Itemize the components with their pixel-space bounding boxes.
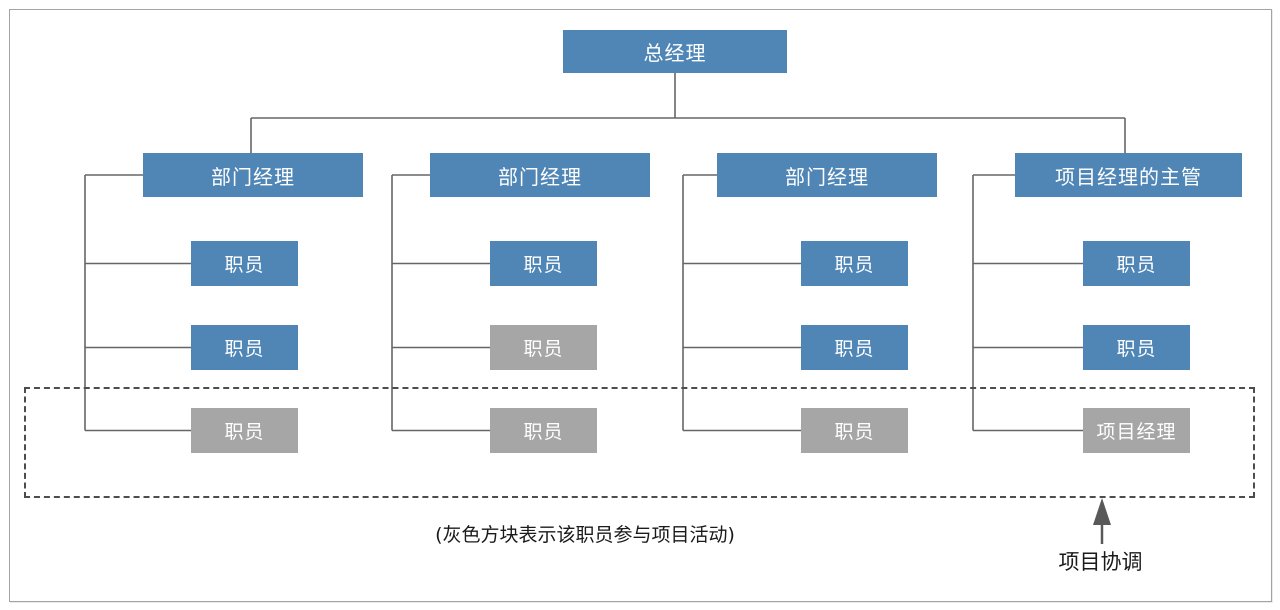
staff-box-1-3: 职员	[191, 408, 298, 453]
staff-box-3-3: 职员	[801, 408, 908, 453]
manager-box-3: 部门经理	[717, 153, 937, 197]
general-manager-box: 总经理	[563, 30, 787, 73]
up-arrow-icon	[1093, 498, 1111, 544]
manager-box-2: 部门经理	[430, 153, 650, 197]
staff-box-2-2: 职员	[490, 325, 597, 370]
staff-box-4-1: 职员	[1083, 241, 1190, 286]
manager-box-1: 部门经理	[143, 153, 363, 197]
project-coordination-label: 项目协调	[1058, 550, 1143, 574]
project-activity-dashed-boundary	[24, 387, 1255, 498]
legend-caption: (灰色方块表示该职员参与项目活动)	[435, 524, 735, 546]
staff-box-1-1: 职员	[191, 241, 298, 286]
manager-box-4: 项目经理的主管	[1015, 153, 1242, 197]
staff-box-4-3: 项目经理	[1083, 408, 1190, 453]
staff-box-3-1: 职员	[801, 241, 908, 286]
staff-box-2-1: 职员	[490, 241, 597, 286]
staff-box-4-2: 职员	[1083, 325, 1190, 370]
staff-box-2-3: 职员	[490, 408, 597, 453]
staff-box-3-2: 职员	[801, 325, 908, 370]
staff-box-1-2: 职员	[191, 325, 298, 370]
